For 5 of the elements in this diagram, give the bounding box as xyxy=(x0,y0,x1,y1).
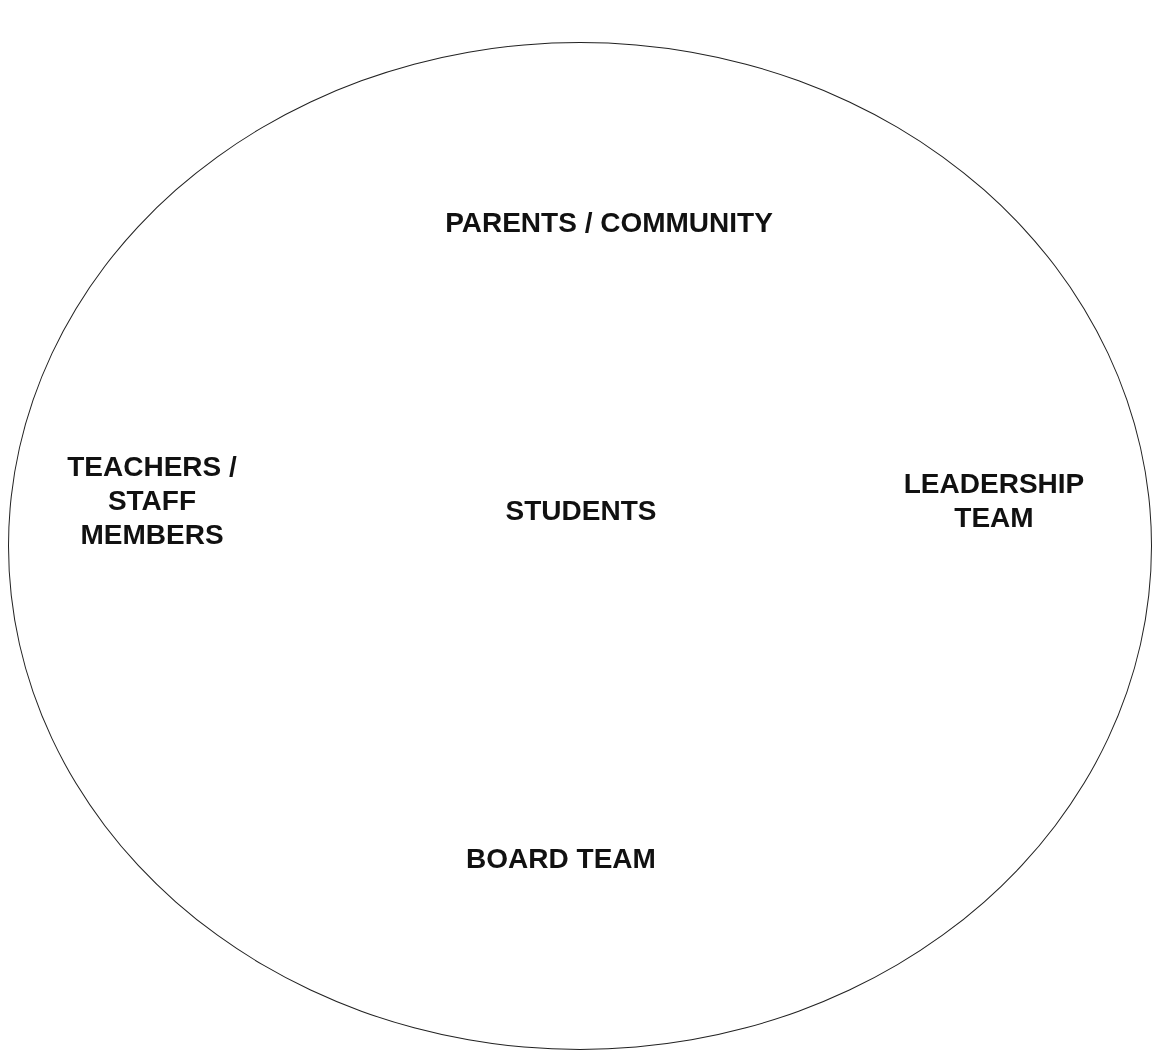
group-label: PARENTS / COMMUNITY xyxy=(444,206,774,240)
group-label: STUDENTS xyxy=(504,494,658,528)
group-label: LEADERSHIP TEAM xyxy=(902,467,1086,535)
group-label: BOARD TEAM xyxy=(465,842,657,876)
group-label: TEACHERS / STAFF MEMBERS xyxy=(66,450,238,552)
